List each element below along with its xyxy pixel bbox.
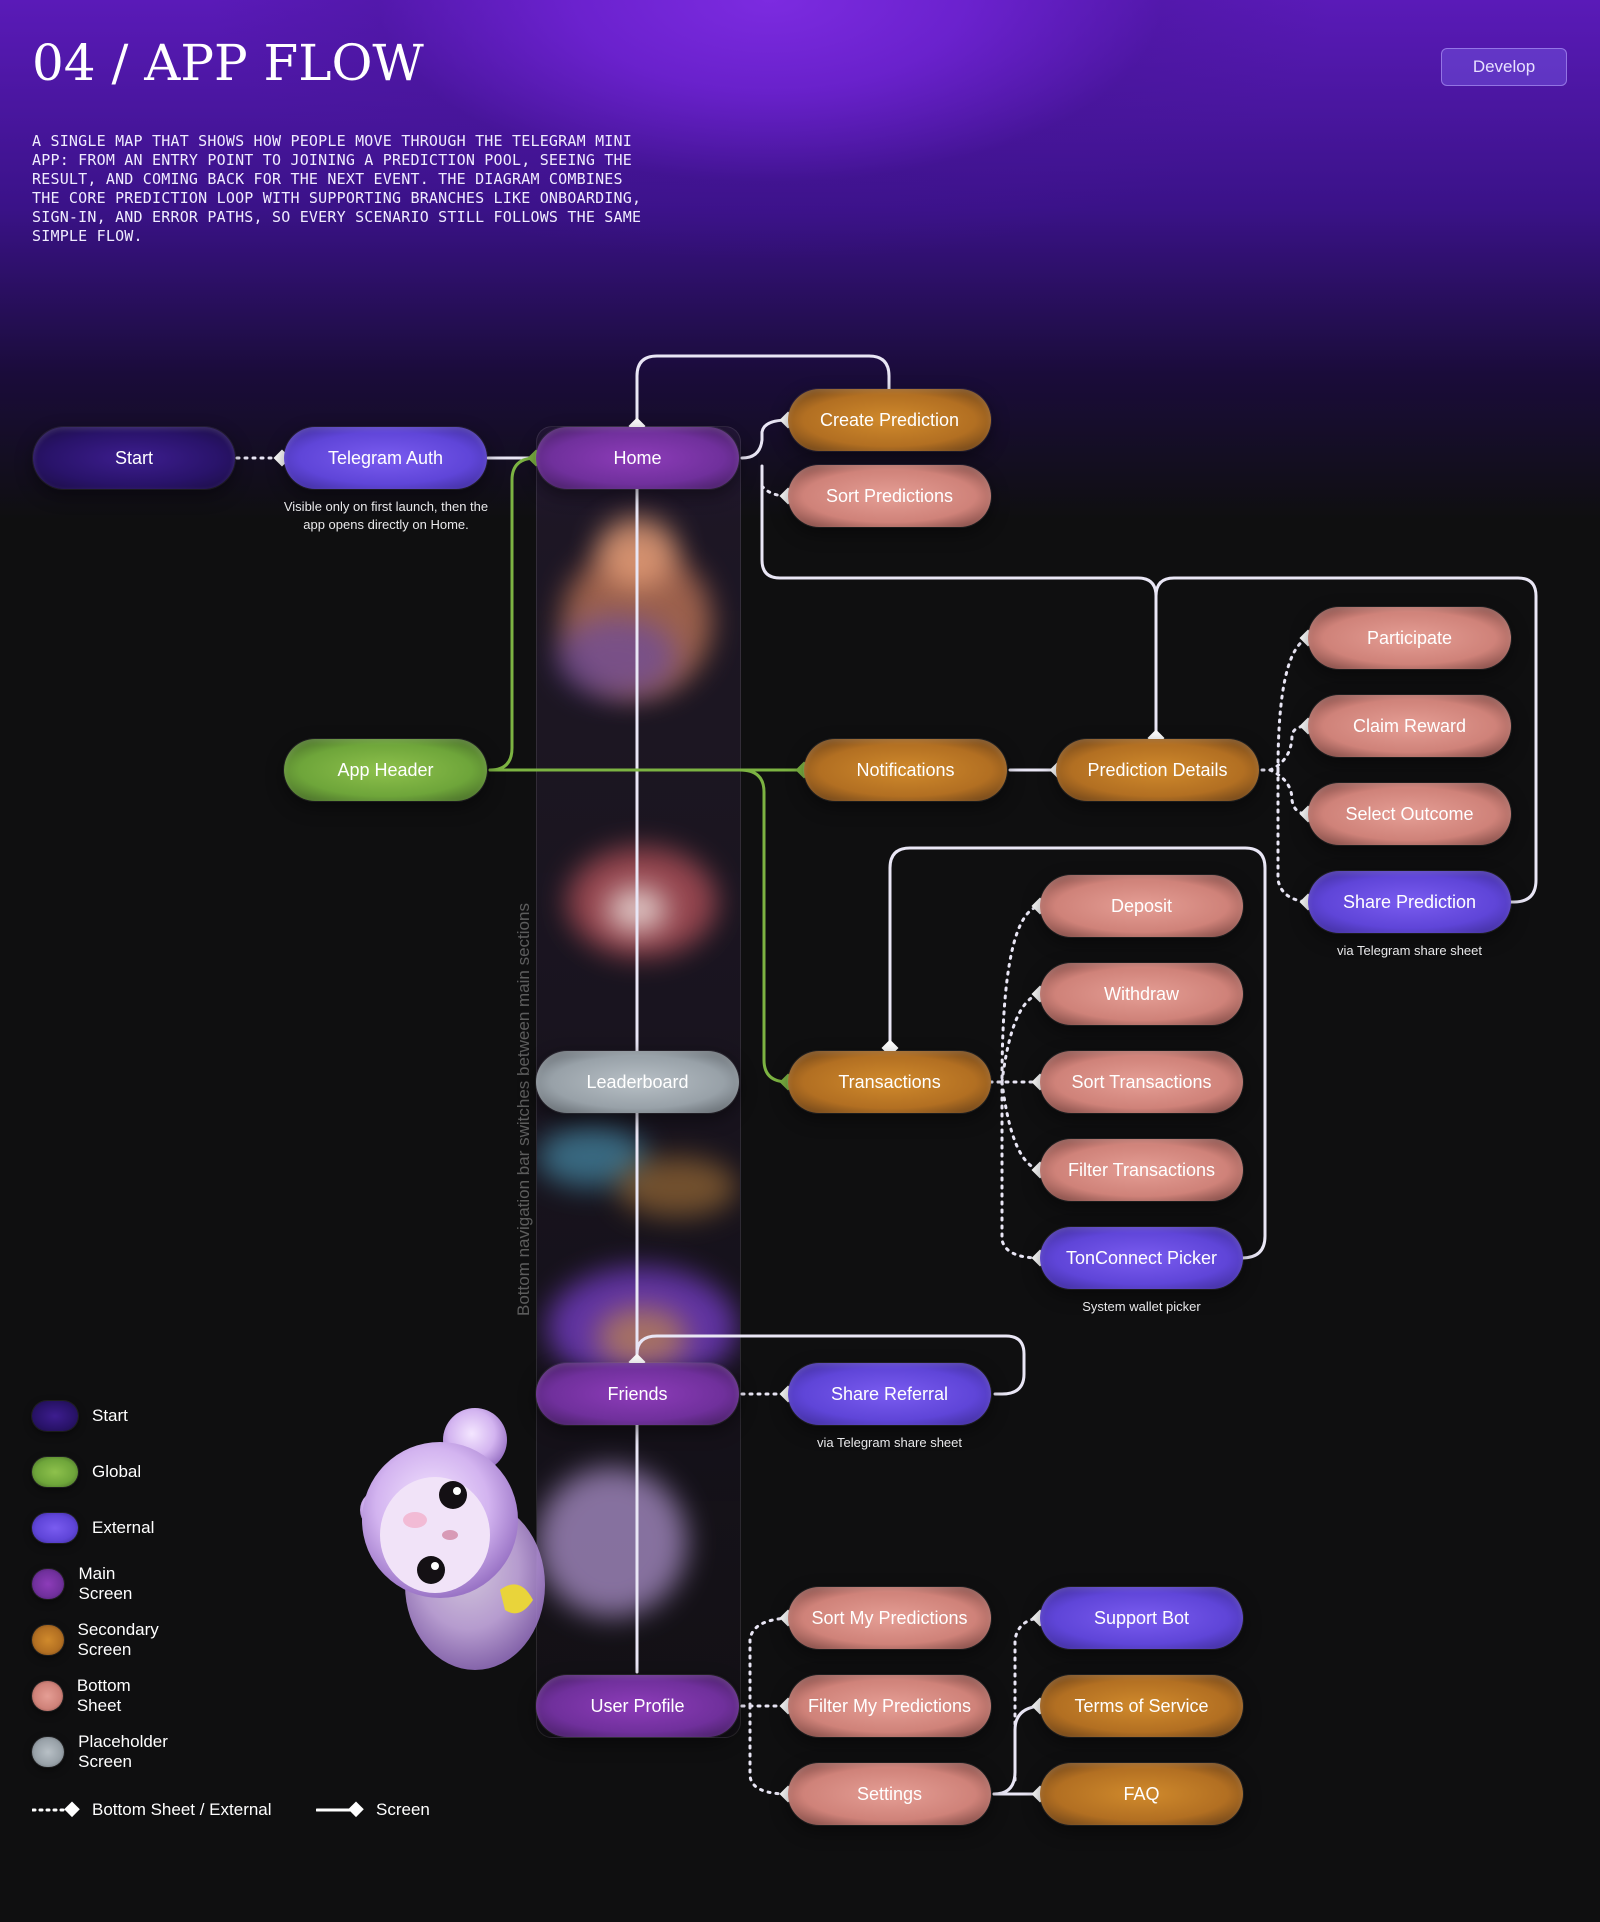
connector-top-share <box>1154 576 1538 904</box>
legend-swatch-main <box>32 1569 65 1599</box>
node-prediction-details[interactable]: Prediction Details <box>1056 739 1259 801</box>
node-home[interactable]: Home <box>536 427 739 489</box>
connector-trans-withdraw <box>1000 992 1042 1084</box>
legend-item-main: Main Screen <box>32 1564 146 1603</box>
legend-label: Start <box>92 1406 128 1425</box>
monkey-mascot-illustration <box>360 1408 545 1670</box>
node-telegram-auth[interactable]: Telegram Auth <box>284 427 487 489</box>
legend-item-secondary: Secondary Screen <box>32 1620 173 1659</box>
connector-profile-sort <box>740 1616 790 1708</box>
legend-item-global: Global <box>32 1456 141 1488</box>
legend-item-external: External <box>32 1512 154 1544</box>
connector-ton-transactions <box>888 846 1267 1260</box>
note-share-prediction: via Telegram share sheet <box>1336 943 1482 958</box>
note-tonconnect-picker: System wallet picker <box>1082 1299 1201 1314</box>
legend-solid-line: Screen <box>316 1796 430 1824</box>
node-notifications[interactable]: Notifications <box>804 739 1007 801</box>
connector-trans-deposit <box>988 904 1042 1084</box>
legend-label: Global <box>92 1462 142 1481</box>
node-sort-my-predictions[interactable]: Sort My Predictions <box>788 1587 991 1649</box>
node-withdraw[interactable]: Withdraw <box>1040 963 1243 1025</box>
connector-details-share <box>1276 768 1310 904</box>
node-sort-transactions[interactable]: Sort Transactions <box>1040 1051 1243 1113</box>
legend-item-start: Start <box>32 1400 128 1432</box>
legend-swatch-secondary <box>32 1625 64 1655</box>
node-create-prediction[interactable]: Create Prediction <box>788 389 991 451</box>
connector-header-home <box>488 456 538 772</box>
legend-label: External <box>92 1518 155 1537</box>
legend-swatch-global <box>32 1457 78 1487</box>
legend-swatch-sheet <box>32 1681 63 1711</box>
blurred-art <box>557 617 677 697</box>
page-title: 04 / APP FLOW <box>32 34 424 92</box>
connector-header-transactions <box>738 768 790 1084</box>
node-app-header[interactable]: App Header <box>284 739 487 801</box>
node-user-profile[interactable]: User Profile <box>536 1675 739 1737</box>
intro-description: A SINGLE MAP THAT SHOWS HOW PEOPLE MOVE … <box>32 132 642 245</box>
note-share-referral: via Telegram share sheet <box>816 1435 962 1450</box>
legend-label: Main Screen <box>78 1564 133 1603</box>
develop-button[interactable]: Develop <box>1441 48 1567 86</box>
connector-home-create <box>740 418 790 460</box>
legend-item-sheet: Bottom Sheet <box>32 1676 146 1715</box>
connector-trans-filter <box>1000 1080 1042 1172</box>
dotted-line-sample <box>32 1801 80 1818</box>
node-settings[interactable]: Settings <box>788 1763 991 1825</box>
legend-label: Secondary Screen <box>77 1620 159 1659</box>
node-leaderboard[interactable]: Leaderboard <box>536 1051 739 1113</box>
legend-swatch-placeholder <box>32 1737 65 1767</box>
node-select-outcome[interactable]: Select Outcome <box>1308 783 1511 845</box>
node-support-bot[interactable]: Support Bot <box>1040 1587 1243 1649</box>
node-start[interactable]: Start <box>33 427 235 489</box>
connector-details-claim <box>1268 724 1310 772</box>
node-filter-transactions[interactable]: Filter Transactions <box>1040 1139 1243 1201</box>
legend-swatch-start <box>32 1401 78 1431</box>
connector-profile-settings <box>748 1704 790 1796</box>
connector-settings-terms <box>992 1704 1042 1796</box>
legend-swatch-external <box>32 1513 78 1543</box>
legend-dotted-line: Bottom Sheet / External <box>32 1796 272 1824</box>
node-share-prediction[interactable]: Share Prediction <box>1308 871 1511 933</box>
node-friends[interactable]: Friends <box>536 1363 739 1425</box>
legend-label: Bottom Sheet <box>76 1676 131 1715</box>
connector-settings-support <box>1013 1616 1042 1782</box>
legend-label: Placeholder Screen <box>78 1732 168 1771</box>
connector-details-participate <box>1260 636 1310 772</box>
node-filter-my-predictions[interactable]: Filter My Predictions <box>788 1675 991 1737</box>
node-sort-predictions[interactable]: Sort Predictions <box>788 465 991 527</box>
node-transactions[interactable]: Transactions <box>788 1051 991 1113</box>
connector-details-select <box>1268 768 1310 816</box>
legend-solid-label: Screen <box>376 1800 430 1819</box>
node-tonconnect-picker[interactable]: TonConnect Picker <box>1040 1227 1243 1289</box>
connector-friends-loop <box>635 1334 1026 1396</box>
connector-home-details <box>760 464 1158 740</box>
node-deposit[interactable]: Deposit <box>1040 875 1243 937</box>
node-participate[interactable]: Participate <box>1308 607 1511 669</box>
legend-dotted-label: Bottom Sheet / External <box>92 1800 272 1819</box>
legend-item-placeholder: Placeholder Screen <box>32 1732 182 1771</box>
node-claim-reward[interactable]: Claim Reward <box>1308 695 1511 757</box>
note-telegram-auth: Visible only on first launch, then the a… <box>283 499 489 532</box>
blurred-art <box>537 1467 687 1617</box>
solid-line-sample <box>316 1801 364 1818</box>
node-share-referral[interactable]: Share Referral <box>788 1363 991 1425</box>
node-terms-of-service[interactable]: Terms of Service <box>1040 1675 1243 1737</box>
connector-home-loop <box>635 354 891 428</box>
node-faq[interactable]: FAQ <box>1040 1763 1243 1825</box>
